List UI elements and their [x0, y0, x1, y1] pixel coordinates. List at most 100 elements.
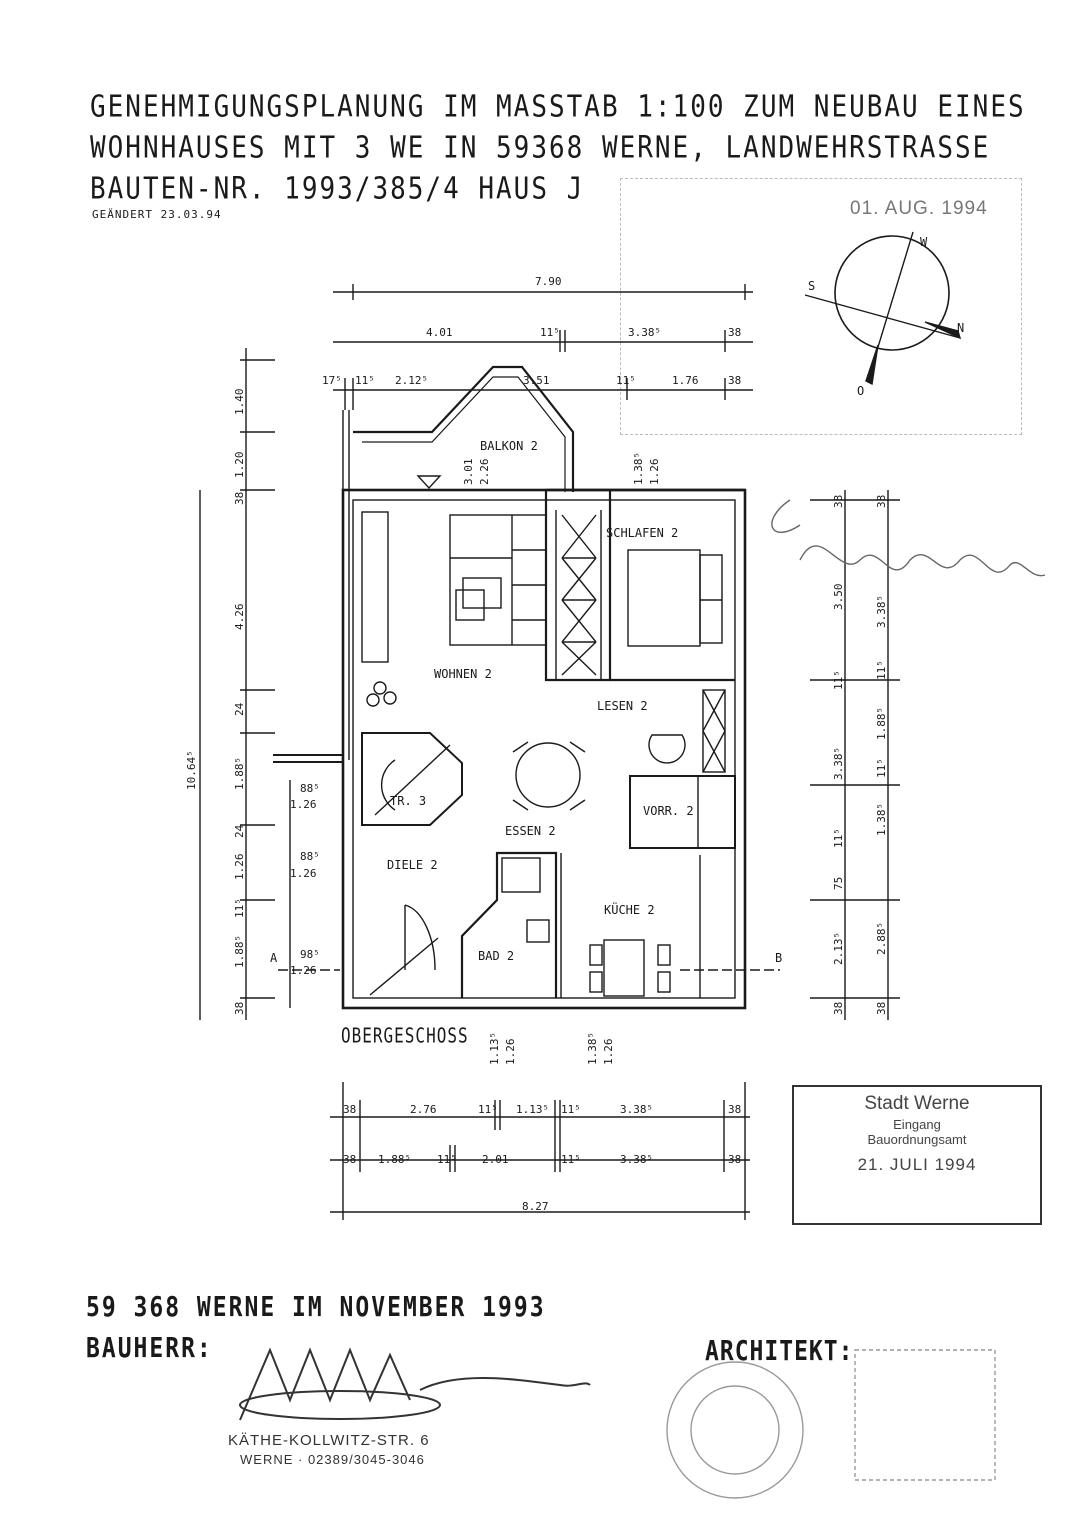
- entry-stamp-city: Stadt Werne: [864, 1093, 970, 1114]
- approval-stamp-date: 01. AUG. 1994: [850, 198, 988, 219]
- dim-left-total: 10.64⁵: [185, 750, 198, 790]
- room-balkon: BALKON 2: [480, 439, 538, 453]
- room-lesen: LESEN 2: [597, 699, 648, 713]
- dim-open-3: 1.26: [290, 867, 317, 880]
- dim-top-r2-0: 17⁵: [322, 374, 342, 387]
- entry-stamp: Stadt Werne Eingang Bauordnungsamt 21. J…: [792, 1085, 1042, 1225]
- dim-right-in-2: 11⁵: [832, 670, 845, 690]
- entry-stamp-date: 21. JULI 1994: [857, 1155, 977, 1174]
- dim-open-5: 1.26: [290, 964, 317, 977]
- dim-top-r2-4: 11⁵: [616, 374, 636, 387]
- dim-right-in-0: 38: [832, 495, 845, 508]
- dim-bottom-total: 8.27: [522, 1200, 549, 1213]
- entry-stamp-office: Bauordnungsamt: [867, 1132, 967, 1147]
- dim-left-9: 1.88⁵: [233, 935, 246, 968]
- dim-bottom-r2-2: 11⁵: [437, 1153, 457, 1166]
- dim-top-r2-3: 3.51: [523, 374, 550, 387]
- owner-phone: WERNE · 02389/3045-3046: [240, 1452, 425, 1467]
- dim-right-out-4: 11⁵: [875, 758, 888, 778]
- owner-street: KÄTHE-KOLLWITZ-STR. 6: [228, 1432, 430, 1449]
- dim-bottom-open-0: 1.13⁵: [488, 1032, 501, 1065]
- dim-right-out-0: 38: [875, 495, 888, 508]
- dim-right-in-4: 11⁵: [832, 828, 845, 848]
- dim-balcony-3: 1.26: [648, 459, 661, 486]
- dim-right-in-7: 38: [832, 1002, 845, 1015]
- dim-left-7: 1.26: [233, 854, 246, 881]
- dim-bottom-r2-4: 11⁵: [561, 1153, 581, 1166]
- room-kueche: KÜCHE 2: [604, 901, 655, 917]
- dim-bottom-r2-3: 2.01: [482, 1153, 509, 1166]
- dim-balcony-1: 2.26: [478, 459, 491, 486]
- dim-top-r2-6: 38: [728, 374, 741, 387]
- dim-bottom-r1-1: 2.76: [410, 1103, 437, 1116]
- dim-open-1: 1.26: [290, 798, 317, 811]
- section-mark-a: A: [270, 951, 278, 965]
- dim-right-out-3: 1.88⁵: [875, 707, 888, 740]
- dim-open-4: 98⁵: [300, 948, 320, 961]
- dim-bottom-open-1: 1.26: [504, 1039, 517, 1066]
- place-date: 59 368 WERNE IM NOVEMBER 1993: [86, 1292, 546, 1324]
- compass-o: O: [857, 384, 864, 398]
- dim-top-r1-0: 4.01: [426, 326, 453, 339]
- dim-left-5: 1.88⁵: [233, 757, 246, 790]
- dim-balcony-0: 3.01: [462, 459, 475, 486]
- dim-right-out-2: 11⁵: [875, 660, 888, 680]
- dim-left-4: 24: [233, 702, 246, 716]
- dim-right-in-6: 2.13⁵: [832, 932, 845, 965]
- dim-left-6: 24: [233, 824, 246, 838]
- compass-s: S: [808, 279, 815, 293]
- room-bad: BAD 2: [478, 949, 514, 963]
- compass-icon: [804, 231, 962, 386]
- room-wohnen: WOHNEN 2: [434, 667, 492, 681]
- changed-date: GEÄNDERT 23.03.94: [92, 208, 222, 221]
- room-essen: ESSEN 2: [505, 824, 556, 838]
- section-mark-b: B: [775, 951, 782, 965]
- dim-bottom-open-3: 1.26: [602, 1039, 615, 1066]
- floor-label: OBERGESCHOSS: [341, 1023, 469, 1048]
- compass-n: N: [957, 321, 964, 335]
- dim-top-total: 7.90: [535, 275, 562, 288]
- dim-top-r2-2: 2.12⁵: [395, 374, 428, 387]
- dim-bottom-open-2: 1.38⁵: [586, 1032, 599, 1065]
- wewo-logo-icon: [239, 1347, 591, 1421]
- dim-open-0: 88⁵: [300, 782, 320, 795]
- dim-right-out-1: 3.38⁵: [875, 595, 888, 628]
- dim-right-in-3: 3.38⁵: [832, 747, 845, 780]
- dim-right-in-1: 3.50: [832, 584, 845, 611]
- dim-top-r1-3: 38: [728, 326, 741, 339]
- dim-bottom-r2-5: 3.38⁵: [620, 1153, 653, 1166]
- architect-label: ARCHITEKT:: [705, 1336, 854, 1368]
- dim-bottom-r1-5: 3.38⁵: [620, 1103, 653, 1116]
- dim-right-out-6: 2.88⁵: [875, 922, 888, 955]
- architect-seal-icon: [666, 1349, 996, 1499]
- dim-open-2: 88⁵: [300, 850, 320, 863]
- dim-bottom-r1-6: 38: [728, 1103, 741, 1116]
- dim-left-2: 38: [233, 492, 246, 505]
- approval-stamp: [620, 178, 1022, 435]
- dim-bottom-r1-0: 38: [343, 1103, 356, 1116]
- dim-bottom-r1-2: 11⁵: [478, 1103, 498, 1116]
- room-treppe: TR. 3: [390, 794, 426, 808]
- dim-left-1: 1.20: [233, 452, 246, 479]
- dim-bottom-r1-3: 1.13⁵: [516, 1103, 549, 1116]
- dim-bottom-r2-0: 38: [343, 1153, 356, 1166]
- dim-top-r2-5: 1.76: [672, 374, 699, 387]
- entry-stamp-entry: Eingang: [893, 1117, 941, 1132]
- dim-right-in-5: 75: [832, 877, 845, 890]
- dim-left-10: 38: [233, 1002, 246, 1015]
- dim-bottom-r2-1: 1.88⁵: [378, 1153, 411, 1166]
- dim-right-out-5: 1.38⁵: [875, 803, 888, 836]
- dim-right-out-7: 38: [875, 1002, 888, 1015]
- dim-left-0: 1.40: [233, 389, 246, 416]
- dim-left-8: 11⁵: [233, 898, 246, 918]
- dim-top-r2-1: 11⁵: [355, 374, 375, 387]
- title-line-3: BAUTEN-NR. 1993/385/4 HAUS J: [90, 172, 585, 207]
- dim-left-3: 4.26: [233, 604, 246, 631]
- signature-icon: [771, 499, 1046, 577]
- dim-bottom-r1-4: 11⁵: [561, 1103, 581, 1116]
- dim-top-r1-1: 11⁵: [540, 326, 560, 339]
- dim-top-r1-2: 3.38⁵: [628, 326, 661, 339]
- dim-balcony-2: 1.38⁵: [632, 452, 645, 485]
- compass-w: W: [920, 235, 928, 249]
